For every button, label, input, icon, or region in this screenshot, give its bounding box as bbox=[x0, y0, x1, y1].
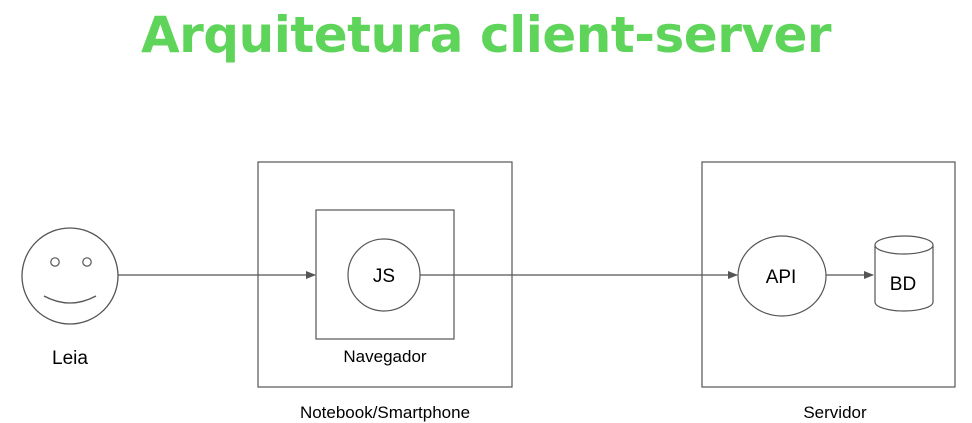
device-label: Notebook/Smartphone bbox=[300, 403, 470, 422]
api-node: API bbox=[737, 235, 827, 317]
browser-label: Navegador bbox=[343, 347, 427, 366]
db-node: BD bbox=[874, 235, 934, 312]
js-label: JS bbox=[373, 266, 395, 287]
server-label: Servidor bbox=[803, 403, 867, 422]
api-circle bbox=[737, 235, 827, 317]
db-label: BD bbox=[890, 274, 916, 295]
database-cylinder-icon bbox=[874, 235, 934, 312]
user-label: Leia bbox=[52, 348, 88, 369]
js-node: JS bbox=[347, 238, 421, 312]
diagram-title: Arquitetura client-server bbox=[140, 6, 832, 64]
api-label: API bbox=[766, 267, 797, 288]
user-node: Leia bbox=[21, 227, 119, 369]
smiley-face-icon bbox=[21, 227, 119, 325]
